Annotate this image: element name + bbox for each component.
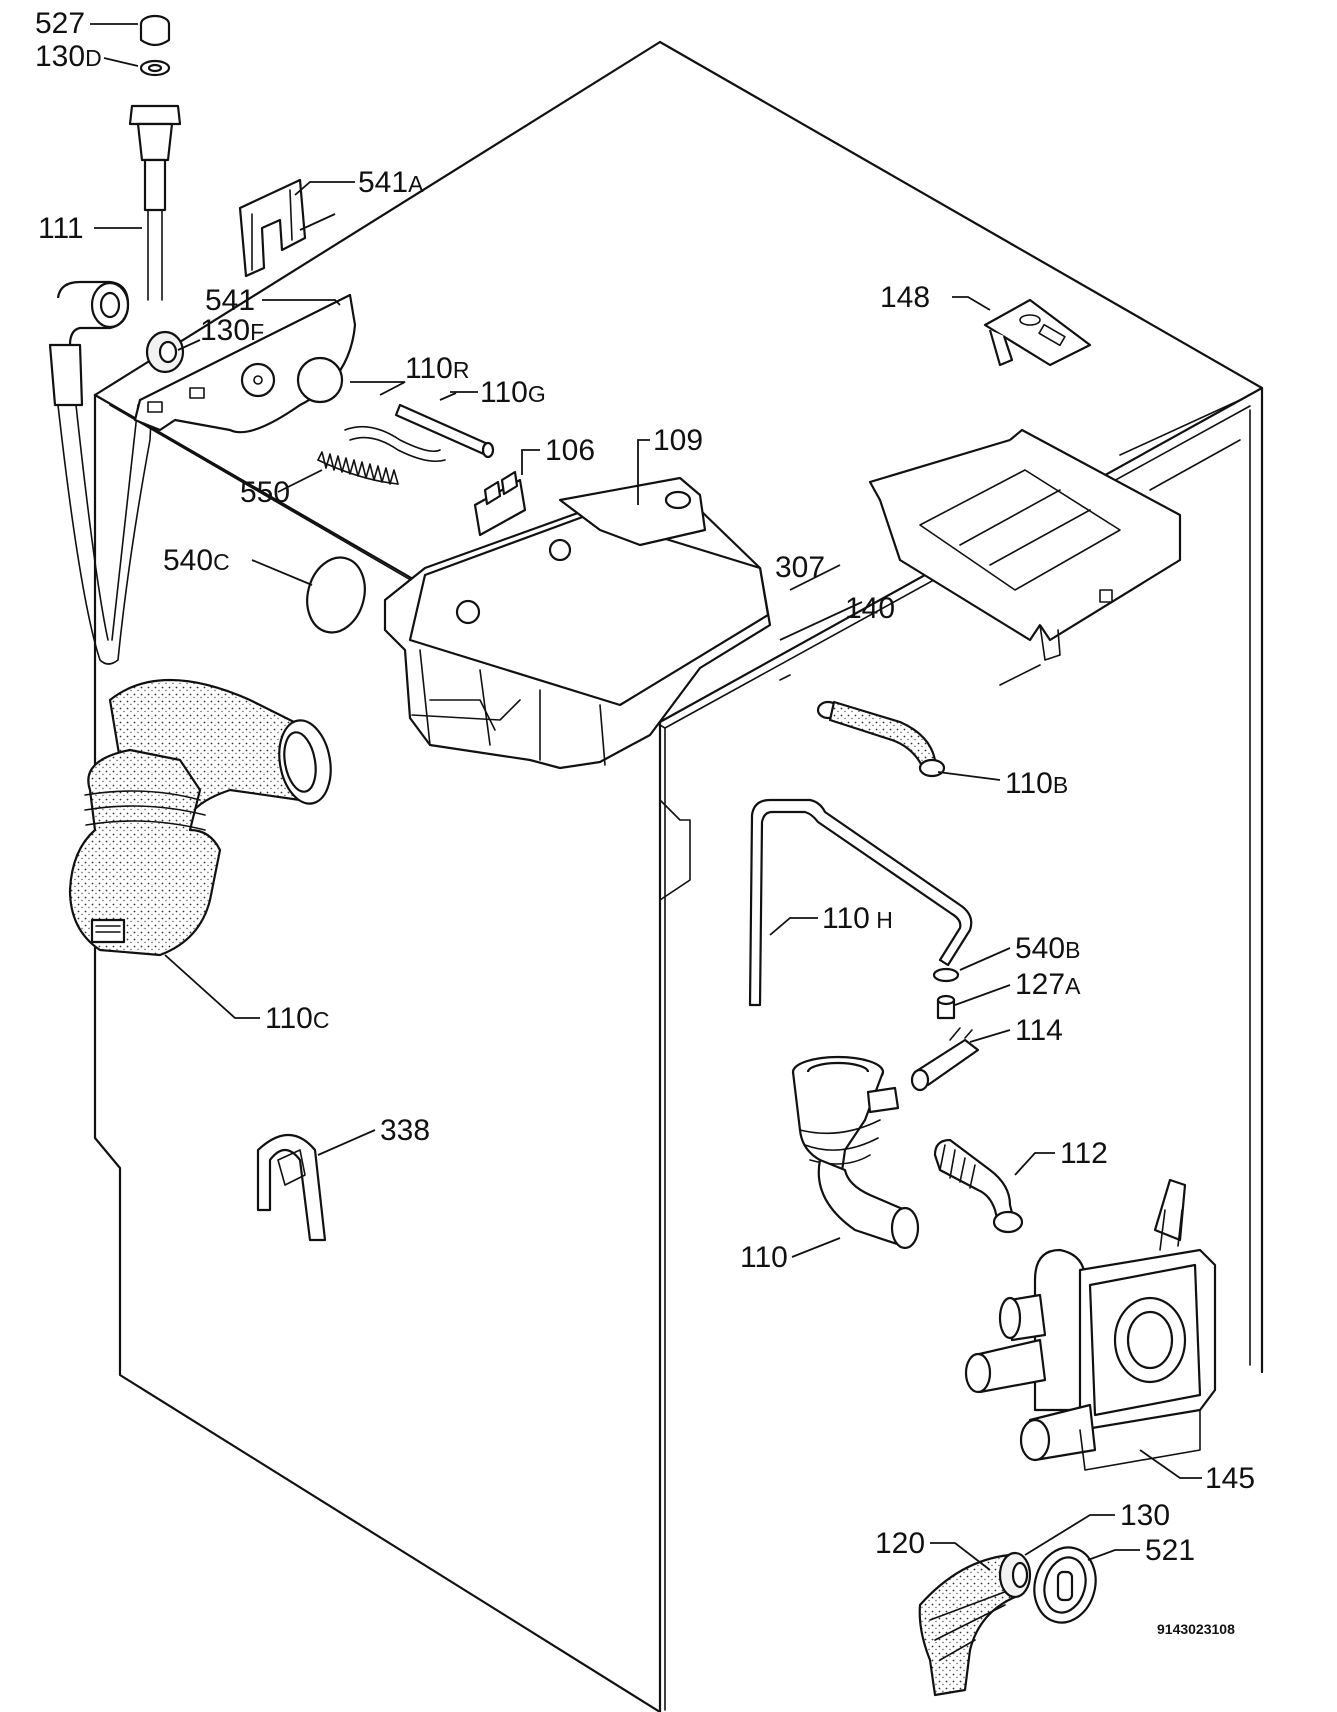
part-110r-hose [344, 425, 446, 463]
part-541a-bracket [238, 178, 307, 278]
drawing-code: 9143023108 [1157, 1621, 1235, 1637]
callout-110: 110 [740, 1241, 788, 1274]
part-127a-connector [936, 994, 956, 1020]
part-521-cap [1033, 1546, 1097, 1624]
part-110c-sump-hose [68, 679, 332, 957]
part-140-dispenser-housing [383, 476, 772, 770]
callout-109: 109 [653, 424, 703, 457]
callout-106: 106 [545, 434, 595, 467]
part-110b-hose [816, 700, 946, 778]
callout-130: 130 [1120, 1499, 1170, 1532]
callout-550: 550 [240, 476, 290, 509]
part-120-filter [918, 1553, 1022, 1697]
callout-338: 338 [380, 1114, 430, 1147]
part-130d-washer [139, 59, 171, 77]
part-148-cover [983, 298, 1092, 367]
callout-111: 111 [38, 212, 84, 245]
part-130-seal [998, 1551, 1032, 1599]
callout-110r: 110R [405, 352, 469, 385]
callout-labels: 527 130D 111 541A 541 130F 110R 110G 106… [35, 7, 1255, 1567]
part-111-inlet-hose [48, 104, 182, 665]
part-110-hose [791, 1055, 920, 1250]
callout-541a: 541A [358, 166, 424, 199]
part-106-valve [473, 470, 527, 537]
callout-145: 145 [1205, 1462, 1255, 1495]
part-112-hose [933, 1138, 1024, 1234]
cabinet-outline [93, 40, 1264, 1712]
part-130f-seal [145, 330, 185, 374]
callout-540c: 540C [163, 544, 230, 577]
callout-130d: 130D [35, 40, 102, 73]
part-114-pressure-chamber [910, 1027, 980, 1092]
callout-120: 120 [875, 1527, 925, 1560]
callout-110g: 110G [480, 376, 546, 409]
callout-307: 307 [775, 551, 825, 584]
part-527-nut [139, 14, 171, 47]
part-307-drawer [868, 428, 1182, 661]
callout-110h: 110 H [822, 902, 893, 935]
part-145-pump [964, 1178, 1217, 1471]
callout-130f: 130F [200, 314, 264, 347]
leader-lines [90, 23, 1202, 1571]
callout-112: 112 [1060, 1137, 1108, 1170]
callout-110c: 110C [265, 1002, 329, 1035]
callout-527: 527 [35, 7, 85, 40]
callout-541: 541 [205, 284, 255, 317]
part-540b-clamp [932, 967, 960, 983]
callout-114: 114 [1015, 1014, 1063, 1047]
part-550-spring [317, 451, 399, 485]
part-541-plate [133, 293, 357, 434]
callout-140: 140 [845, 592, 895, 625]
callout-148: 148 [880, 281, 930, 314]
part-338-clip [256, 1134, 327, 1242]
callout-521: 521 [1145, 1534, 1195, 1567]
callout-540b: 540B [1015, 932, 1080, 965]
callout-127a: 127A [1015, 968, 1081, 1001]
part-110g-tube [394, 403, 495, 459]
part-110h-tube [748, 798, 973, 1007]
callout-110b: 110B [1005, 767, 1068, 800]
part-540c-clamp [306, 556, 366, 634]
